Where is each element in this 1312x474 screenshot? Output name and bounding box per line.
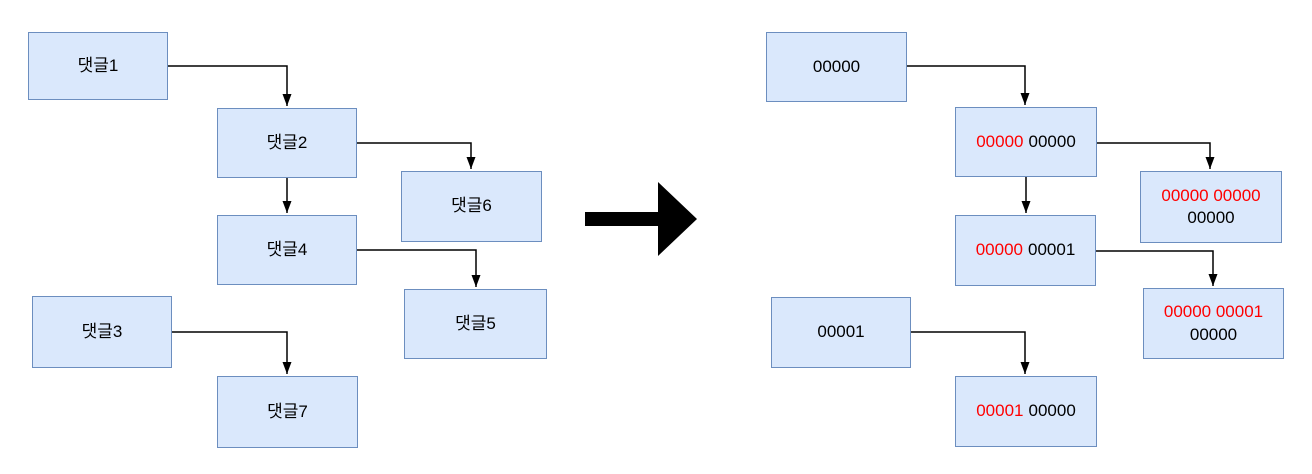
node-label: 댓글7 bbox=[267, 401, 308, 421]
node-comment-2: 댓글2 bbox=[217, 108, 357, 178]
node-comment-1: 댓글1 bbox=[28, 32, 168, 100]
node-code-00001: 00001 bbox=[771, 297, 911, 368]
own-code-text: 00000 bbox=[1028, 131, 1076, 151]
own-code-text: 00000 bbox=[1189, 324, 1238, 344]
node-label: 댓글2 bbox=[266, 132, 308, 152]
arrow-code3-code7 bbox=[911, 331, 1030, 374]
arrow-comment1-comment2 bbox=[168, 65, 292, 106]
parent-code-text: 00000 00001 bbox=[1163, 302, 1264, 322]
node-code-text: 00000 bbox=[812, 56, 861, 76]
arrow-code4-code5 bbox=[1096, 250, 1218, 286]
transform-arrow-icon bbox=[585, 182, 697, 256]
node-code-00000-00001: 00000 00001 bbox=[955, 215, 1096, 286]
node-label: 댓글6 bbox=[451, 196, 492, 216]
arrow-code1-code2 bbox=[907, 65, 1030, 105]
node-code-00000-00000-00000: 00000 00000 00000 bbox=[1140, 171, 1282, 243]
parent-code-text: 00000 00000 bbox=[1161, 185, 1261, 205]
node-code-00000-00000: 00000 00000 bbox=[955, 107, 1097, 177]
node-code-00000: 00000 bbox=[766, 32, 907, 102]
parent-code-text: 00001 bbox=[976, 401, 1024, 421]
parent-code-text: 00000 bbox=[975, 240, 1023, 260]
node-label: 댓글3 bbox=[81, 321, 123, 341]
node-code-text: 00001 bbox=[817, 322, 865, 342]
own-code-text: 00000 bbox=[1028, 401, 1076, 421]
arrow-comment3-comment7 bbox=[172, 331, 292, 374]
node-code-00000-00001-00000: 00000 00001 00000 bbox=[1143, 288, 1284, 359]
arrow-code2-code6 bbox=[1097, 142, 1215, 169]
own-code-text: 00001 bbox=[1028, 240, 1076, 260]
node-label: 댓글1 bbox=[77, 55, 119, 75]
arrow-comment4-comment5 bbox=[357, 249, 481, 287]
parent-code-text: 00000 bbox=[976, 131, 1024, 151]
node-comment-4: 댓글4 bbox=[217, 215, 357, 285]
node-code-line: 00000 00001 bbox=[976, 239, 1076, 261]
node-comment-3: 댓글3 bbox=[32, 296, 172, 368]
node-code-line: 00001 00000 bbox=[976, 400, 1076, 422]
node-code-line: 00000 00000 bbox=[976, 131, 1076, 153]
node-label: 댓글4 bbox=[266, 239, 308, 259]
node-comment-5: 댓글5 bbox=[404, 289, 547, 359]
node-code-00001-00000: 00001 00000 bbox=[955, 376, 1097, 447]
node-comment-6: 댓글6 bbox=[401, 171, 542, 242]
arrow-comment2-comment6 bbox=[357, 142, 476, 169]
own-code-text: 00000 bbox=[1187, 208, 1235, 227]
node-comment-7: 댓글7 bbox=[217, 376, 358, 448]
node-label: 댓글5 bbox=[455, 313, 496, 333]
